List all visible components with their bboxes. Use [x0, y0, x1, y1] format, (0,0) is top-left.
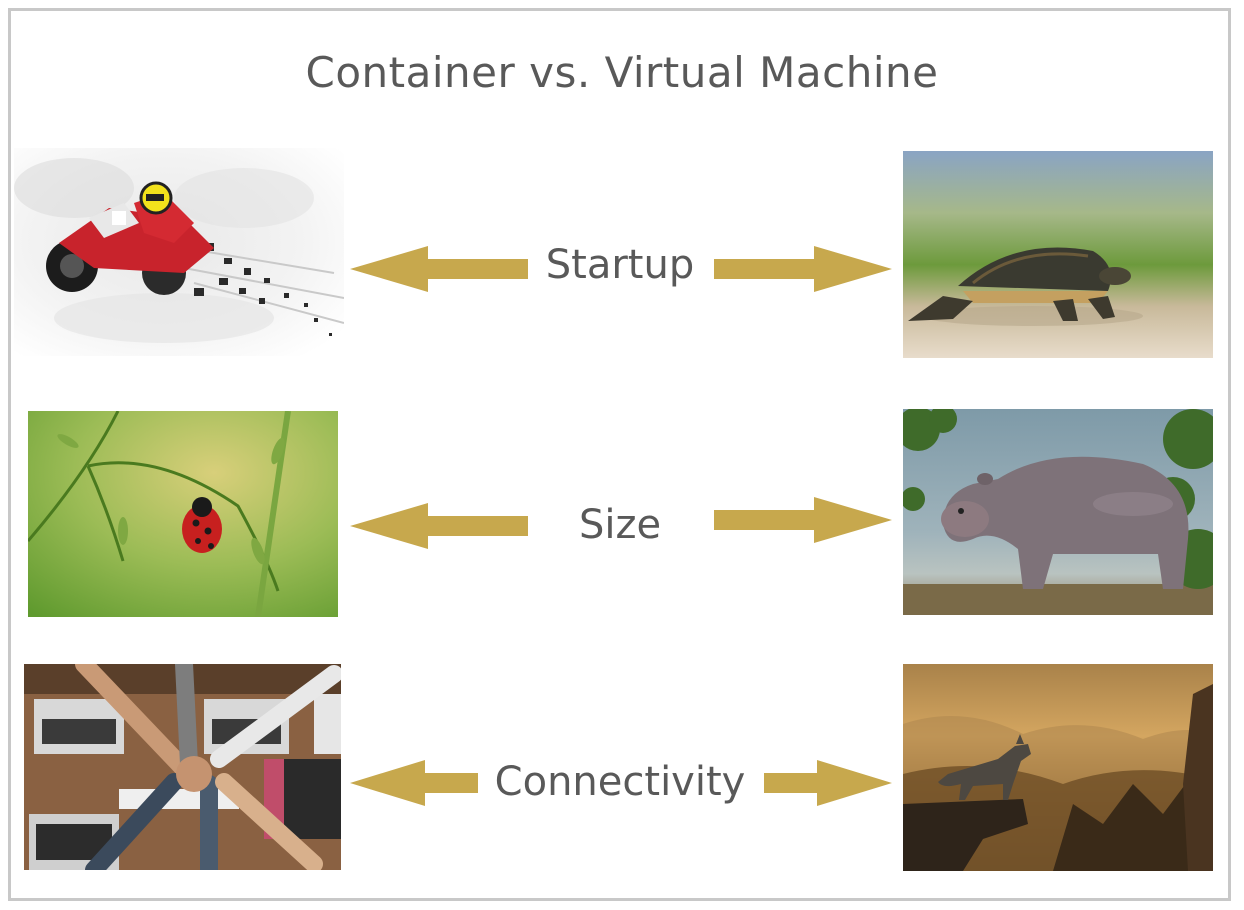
ladybug-image — [28, 411, 338, 617]
turtle-image — [903, 151, 1213, 358]
row-label-connectivity: Connectivity — [494, 759, 746, 805]
left-arrow-startup — [350, 246, 528, 292]
wolf-on-cliff-image — [903, 664, 1213, 871]
motorcycle-image — [14, 148, 344, 356]
right-arrow-startup — [714, 246, 892, 292]
right-arrow-size — [714, 497, 892, 543]
row-label-size: Size — [578, 502, 662, 548]
left-arrow-size — [350, 503, 528, 549]
row-label-startup: Startup — [545, 242, 695, 288]
slide-title: Container vs. Virtual Machine — [305, 48, 939, 97]
team-fist-bump-image — [24, 664, 341, 870]
right-arrow-connectivity — [764, 760, 892, 806]
left-arrow-connectivity — [350, 760, 478, 806]
hippo-image — [903, 409, 1213, 615]
